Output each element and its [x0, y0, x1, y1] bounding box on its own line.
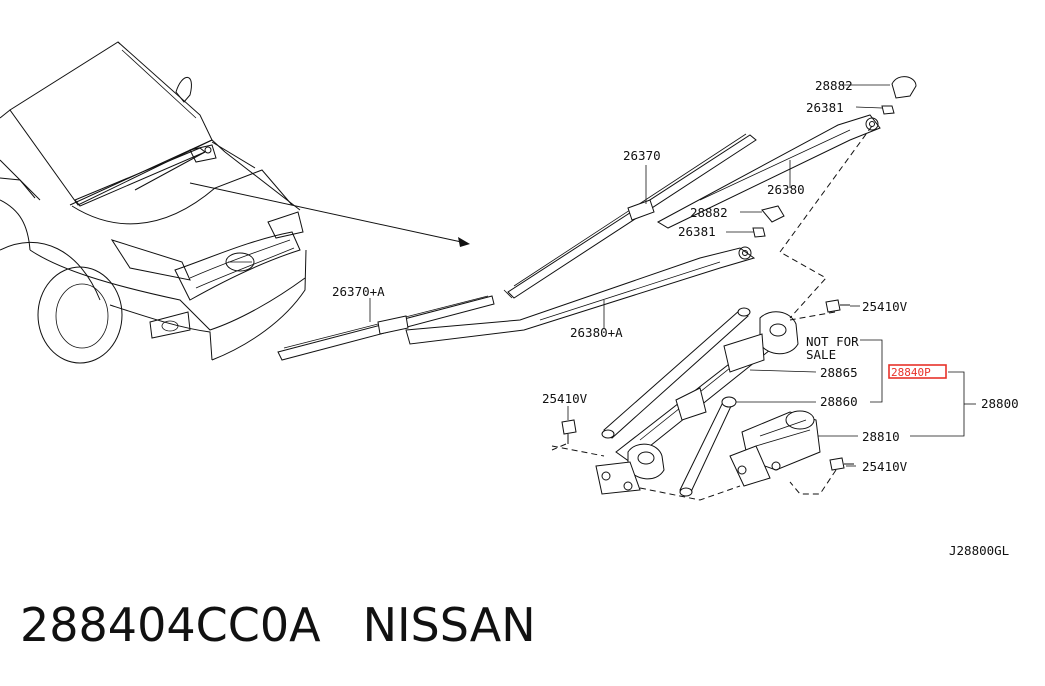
wiper-blade-26370: [503, 133, 757, 299]
label-25410V-left: 25410V: [542, 391, 588, 406]
label-sale: SALE: [806, 347, 836, 362]
label-25410V-bottom: 25410V: [862, 459, 908, 474]
brand-name: NISSAN: [362, 598, 536, 652]
label-26380: 26380: [767, 182, 805, 197]
highlight-box: [888, 364, 947, 379]
wiper-arm-26380A: [405, 246, 756, 345]
label-28882-mid: 28882: [690, 205, 728, 220]
label-26381-top: 26381: [806, 100, 844, 115]
label-28882-top: 28882: [815, 78, 853, 93]
cap-28882-mid: [761, 205, 785, 223]
label-26380A: 26380+A: [570, 325, 623, 340]
wiper-parts-diagram: 28882 26381 26370 26380 28882 26381 2637…: [0, 41, 1019, 558]
vehicle-illustration: [0, 41, 470, 364]
footer-caption: 288404CC0A NISSAN: [20, 598, 536, 668]
label-28865: 28865: [820, 365, 858, 380]
label-25410V-right: 25410V: [862, 299, 908, 314]
nut-26381-top: [881, 105, 895, 115]
label-28860: 28860: [820, 394, 858, 409]
wiper-arm-26380: [656, 114, 881, 229]
leader-lines: [369, 84, 976, 467]
label-not-for: NOT FOR: [806, 334, 859, 349]
diagram-code: J28800GL: [949, 543, 1009, 558]
part-number: 288404CC0A: [20, 598, 321, 652]
linkage-28840: [595, 307, 799, 497]
label-26370A: 26370+A: [332, 284, 385, 299]
bolts-25410V: [561, 299, 854, 471]
nut-26381-mid: [752, 227, 766, 238]
label-26370: 26370: [623, 148, 661, 163]
part-labels: 28882 26381 26370 26380 28882 26381 2637…: [332, 78, 1019, 558]
dashed-guides: [551, 125, 873, 501]
label-28840P: 28840P: [891, 366, 931, 379]
label-28800: 28800: [981, 396, 1019, 411]
cap-28882-top: [891, 76, 917, 99]
wiper-blade-26370A: [277, 295, 495, 361]
label-26381-mid: 26381: [678, 224, 716, 239]
label-28810: 28810: [862, 429, 900, 444]
wiper-motor-28810: [729, 410, 821, 487]
